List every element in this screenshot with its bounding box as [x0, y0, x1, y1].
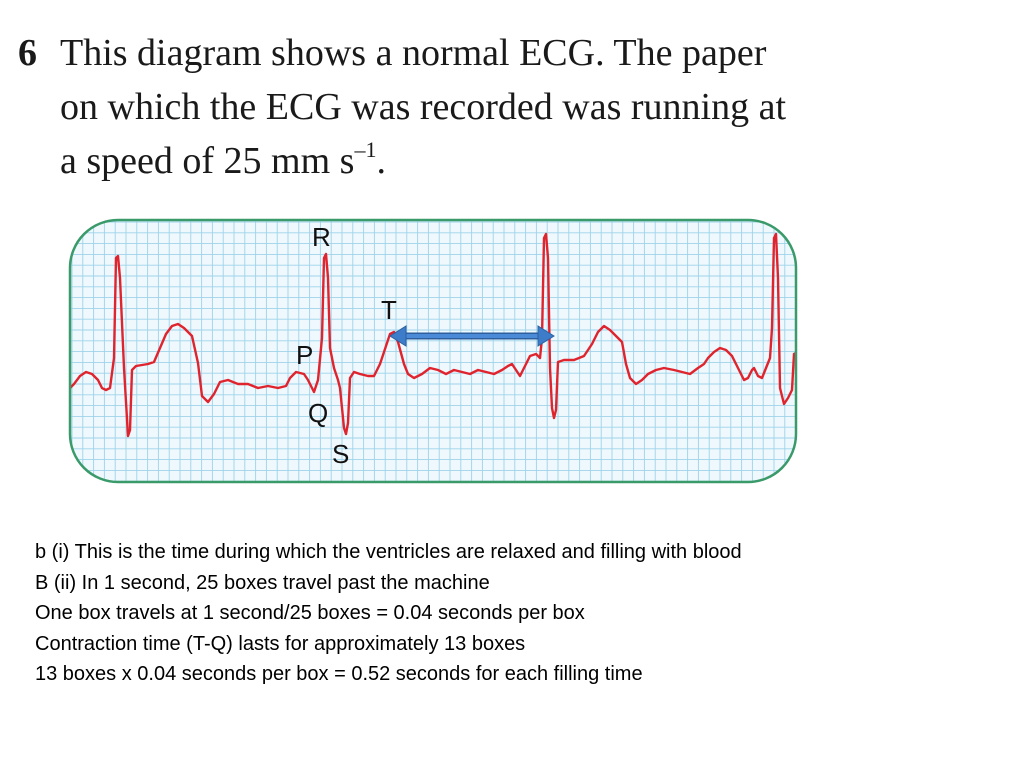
label-s-wave: S: [332, 439, 349, 469]
answer-text: b (i) This is the time during which the …: [35, 537, 742, 690]
ecg-grid-background: [70, 220, 796, 482]
ecg-grid: [70, 220, 796, 482]
question-number: 6: [18, 32, 37, 74]
tq-interval-arrow: [389, 325, 555, 347]
question-line-3-text: a speed of 25 mm s: [60, 140, 355, 182]
answer-line-1: b (i) This is the time during which the …: [35, 541, 742, 563]
question-line-3-end: .: [376, 140, 386, 182]
answer-line-2: B (ii) In 1 second, 25 boxes travel past…: [35, 571, 490, 594]
label-t-wave: T: [381, 295, 397, 325]
answer-line-4: Contraction time (T-Q) lasts for approxi…: [35, 632, 526, 655]
question-text: 6 This diagram shows a normal ECG. The p…: [18, 26, 898, 188]
unit-exponent: –1: [354, 137, 377, 162]
answer-line-5: 13 boxes x 0.04 seconds per box = 0.52 s…: [35, 663, 643, 685]
answer-line-3: One box travels at 1 second/25 boxes = 0…: [35, 602, 585, 624]
ecg-trace: [70, 232, 796, 438]
ecg-panel-border: [68, 218, 798, 484]
question-line-1: This diagram shows a normal ECG. The pap…: [60, 32, 767, 74]
ecg-diagram: R T P Q S: [68, 218, 798, 484]
label-q-wave: Q: [308, 398, 328, 428]
label-p-wave: P: [296, 340, 313, 370]
question-line-2: on which the ECG was recorded was runnin…: [60, 86, 787, 128]
question-line-3: a speed of 25 mm s–1.: [18, 134, 898, 188]
label-r-wave: R: [312, 222, 331, 252]
